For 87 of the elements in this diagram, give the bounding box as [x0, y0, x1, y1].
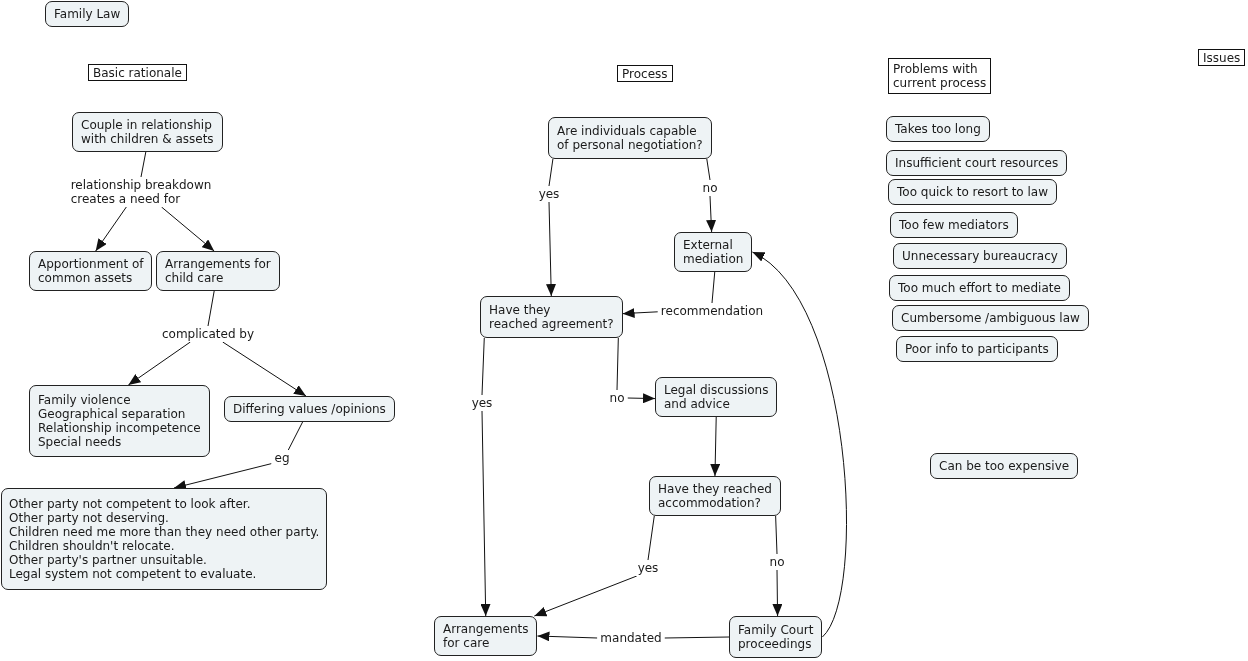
- connector-line: [548, 158, 554, 187]
- concept-text: External mediation: [683, 238, 744, 266]
- section-heading: Issues: [1203, 51, 1241, 65]
- concept-box: [890, 212, 1018, 238]
- concept-text: Arrangements for care: [443, 622, 529, 650]
- section-heading-box: [617, 65, 673, 82]
- arrow: [536, 631, 598, 642]
- concept-box: [548, 117, 712, 159]
- arrow: [706, 195, 717, 233]
- connector-line: [711, 271, 716, 304]
- concept-text: Too quick to resort to law: [897, 185, 1049, 199]
- concept-box: [886, 150, 1068, 176]
- connector-line: [140, 151, 147, 178]
- concept-text: Geographical separation: [38, 407, 187, 421]
- concept-text: Children need me more than they need other party.: [9, 525, 320, 539]
- section-heading: Problems with current process: [893, 62, 987, 90]
- concept-text: Too few mediators: [899, 218, 1009, 232]
- section-heading: Process: [622, 67, 668, 81]
- connector-line: [481, 337, 485, 396]
- concept-box: [892, 305, 1089, 331]
- arrow: [546, 201, 556, 297]
- concept-text: Have they reached agreement?: [489, 303, 614, 331]
- concept-box: [896, 336, 1058, 362]
- concept-box: [224, 396, 395, 422]
- concept-text: Cumbersome /ambiguous law: [901, 311, 1080, 325]
- concept-text: Legal discussions and advice: [664, 383, 769, 411]
- concept-box: [29, 385, 210, 457]
- concept-text: Can be too expensive: [939, 459, 1070, 473]
- arrow: [480, 410, 491, 617]
- concept-box: [888, 179, 1058, 205]
- concept-box: [674, 232, 753, 272]
- concept-box: [655, 377, 778, 417]
- concept-text: Are individuals capable of personal negotiation?: [557, 124, 703, 152]
- concept-text: Apportionment of common assets: [38, 257, 144, 285]
- concept-text: Other party not deserving.: [9, 511, 170, 525]
- concept-box: [45, 1, 130, 27]
- connector-line: [664, 636, 730, 639]
- concept-box: [886, 116, 990, 142]
- concept-text: Insufficient court resources: [895, 156, 1059, 170]
- arrow: [622, 308, 659, 318]
- concept-text: Couple in relationship with children & assets: [81, 118, 214, 146]
- connector-line: [706, 158, 711, 181]
- arrow: [772, 569, 783, 617]
- concept-text: Unnecessary bureaucracy: [902, 249, 1058, 263]
- concept-text: Poor info to participants: [905, 342, 1049, 356]
- section-heading: Basic rationale: [93, 66, 182, 80]
- arrow: [127, 341, 191, 386]
- concept-box: [1, 488, 328, 590]
- connector-line: [207, 290, 215, 327]
- concept-text: Have they reached accommodation?: [658, 482, 772, 510]
- connector-line: [647, 515, 655, 561]
- concept-text: Other party not competent to look after.: [9, 497, 252, 511]
- concept-text: Family Court proceedings: [738, 623, 814, 651]
- section-heading-box: [1198, 49, 1246, 66]
- concept-box: [434, 616, 538, 656]
- concept-box: [72, 112, 223, 152]
- concept-text: Differing values /opinions: [233, 402, 386, 416]
- concept-text: Family violence: [38, 393, 132, 407]
- concept-text: Family Law: [54, 7, 121, 21]
- concept-text: Too much effort to mediate: [898, 281, 1061, 295]
- concept-text: Arrangements for child care: [165, 257, 271, 285]
- section-heading-box: [88, 64, 187, 81]
- concept-box: [889, 275, 1070, 301]
- concept-text: Other party's partner unsuitable.: [9, 553, 208, 567]
- concept-box: [649, 476, 781, 516]
- concept-box: [930, 453, 1079, 479]
- arrow: [161, 206, 215, 252]
- concept-text: Relationship incompetence: [38, 421, 201, 435]
- connector-line: [775, 515, 778, 555]
- concept-box: [893, 243, 1067, 269]
- arrow: [173, 463, 272, 490]
- concept-box: [156, 251, 280, 291]
- concept-text: Legal system not competent to evaluate.: [9, 567, 258, 581]
- arrow: [95, 206, 127, 252]
- concept-text: Special needs: [38, 435, 123, 449]
- arrow: [627, 393, 656, 404]
- connector-line: [287, 421, 304, 451]
- arrow: [533, 575, 638, 617]
- concept-box: [29, 251, 153, 291]
- arrow: [751, 251, 847, 638]
- concept-box: [729, 616, 823, 658]
- arrow: [710, 416, 721, 477]
- connector-line: [616, 337, 619, 391]
- concept-text: Takes too long: [895, 122, 981, 136]
- concept-text: Children shouldn't relocate.: [9, 539, 176, 553]
- arrow: [222, 341, 307, 397]
- concept-box: [480, 296, 623, 338]
